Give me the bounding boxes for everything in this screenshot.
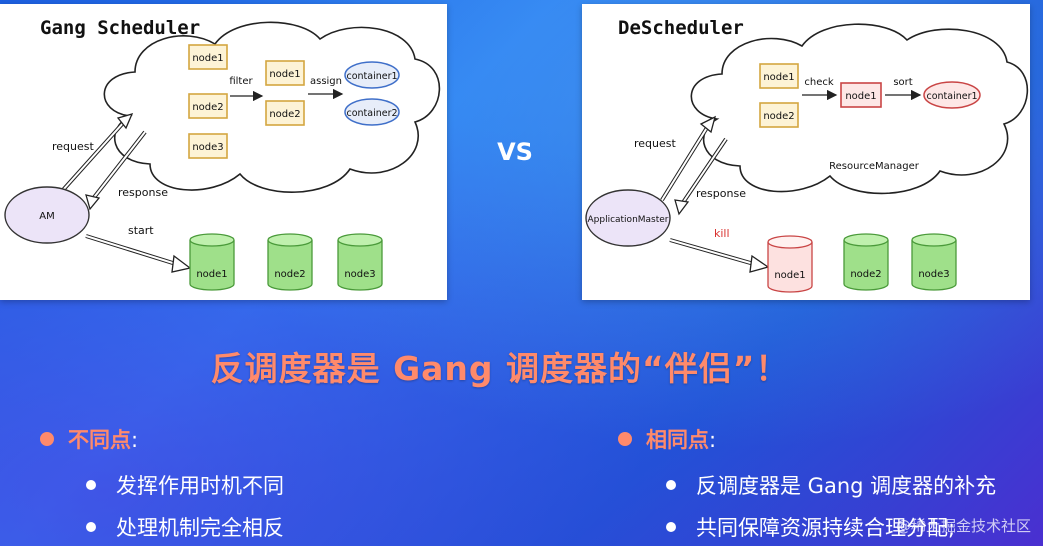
similarities-item-1: 反调度器是 Gang 调度器的补充 <box>666 470 996 500</box>
gang-scheduler-svg: Gang Scheduler node1 node2 node3 filter … <box>4 17 441 291</box>
killed-node-1: node1 <box>767 235 813 293</box>
container-2: container2 <box>344 98 400 126</box>
kill-label: kill <box>714 227 730 240</box>
differences-heading: 不同点: <box>40 424 138 454</box>
checked-node: node1 <box>840 82 882 108</box>
rm-node-1: node1 <box>759 63 799 89</box>
assign-label: assign <box>310 76 342 87</box>
cloud-node-1: node1 <box>188 44 228 70</box>
descheduler-svg: DeScheduler node1 node2 check node1 sort… <box>585 17 1029 293</box>
node-2-cylinder: node2 <box>843 233 889 291</box>
node-2-cylinder-label: node2 <box>850 269 881 280</box>
diagram-title: Gang Scheduler <box>40 17 200 39</box>
rm-node-1-label: node1 <box>763 72 794 83</box>
similarities-colon: : <box>709 428 717 452</box>
headline: 反调度器是 Gang 调度器的“伴侣”！ <box>210 349 790 388</box>
similarities-item-1-text: 反调度器是 Gang 调度器的补充 <box>696 474 997 498</box>
resource-manager-label: ResourceManager <box>829 161 920 172</box>
started-node-1-label: node1 <box>196 269 227 280</box>
response-label: response <box>696 187 746 200</box>
cloud-node-2-label: node2 <box>192 102 223 113</box>
am-label: AM <box>39 211 54 222</box>
request-arrow <box>61 112 134 192</box>
started-node-2: node2 <box>267 233 313 291</box>
bullet-dot <box>86 480 96 490</box>
bullet-dot <box>618 432 632 446</box>
response-arrow <box>85 130 147 211</box>
response-label: response <box>118 186 168 199</box>
started-node-2-label: node2 <box>274 269 305 280</box>
check-label: check <box>804 77 833 88</box>
response-arrow <box>674 137 728 216</box>
bullet-dot <box>40 432 54 446</box>
request-label: request <box>634 137 677 150</box>
container-2-label: container2 <box>346 108 397 119</box>
similarities-heading-text: 相同点 <box>646 428 709 452</box>
similarities-item-2-text: 共同保障资源持续合理分配; <box>696 516 956 540</box>
cloud-node-3-label: node3 <box>192 142 223 153</box>
descheduler-diagram: DeScheduler node1 node2 check node1 sort… <box>582 4 1030 300</box>
gang-scheduler-diagram: Gang Scheduler node1 node2 node3 filter … <box>0 4 447 300</box>
rm-node-2: node2 <box>759 102 799 128</box>
am-node: AM <box>4 186 90 244</box>
sort-label: sort <box>893 77 912 88</box>
filter-label: filter <box>229 76 253 87</box>
started-node-1: node1 <box>189 233 235 291</box>
application-master-node: ApplicationMaster <box>585 189 671 247</box>
bullet-dot <box>666 522 676 532</box>
cloud-node-2: node2 <box>188 93 228 119</box>
started-node-3-label: node3 <box>344 269 375 280</box>
container-1: container1 <box>344 61 400 89</box>
request-label: request <box>52 140 95 153</box>
application-master-label: ApplicationMaster <box>587 215 668 225</box>
cloud-node-1-label: node1 <box>192 53 223 64</box>
killed-node-1-label: node1 <box>774 270 805 281</box>
differences-item-2-text: 处理机制完全相反 <box>116 516 284 540</box>
start-arrow <box>85 234 192 273</box>
differences-item-2: 处理机制完全相反 <box>86 512 284 542</box>
checked-node-label: node1 <box>845 91 876 102</box>
differences-item-1-text: 发挥作用时机不同 <box>116 474 284 498</box>
started-node-3: node3 <box>337 233 383 291</box>
differences-heading-text: 不同点 <box>68 428 131 452</box>
diagram-title: DeScheduler <box>618 17 744 39</box>
bullet-dot <box>86 522 96 532</box>
similarities-item-2: 共同保障资源持续合理分配; <box>666 512 955 542</box>
sorted-container: container1 <box>923 81 981 109</box>
filtered-node-1-label: node1 <box>269 69 300 80</box>
watermark: @稀土掘金技术社区 <box>895 517 1031 535</box>
start-label: start <box>128 224 154 237</box>
vs-label: VS <box>497 138 533 166</box>
rm-node-2-label: node2 <box>763 111 794 122</box>
filtered-node-2: node2 <box>265 100 305 126</box>
container-1-label: container1 <box>346 71 397 82</box>
cloud-node-3: node3 <box>188 133 228 159</box>
similarities-heading: 相同点: <box>618 424 716 454</box>
differences-colon: : <box>131 428 139 452</box>
bullet-dot <box>666 480 676 490</box>
request-arrow <box>660 115 716 202</box>
kill-arrow <box>669 238 770 273</box>
filtered-node-2-label: node2 <box>269 109 300 120</box>
sorted-container-label: container1 <box>926 91 977 102</box>
filtered-node-1: node1 <box>265 60 305 86</box>
node-3-cylinder: node3 <box>911 233 957 291</box>
differences-item-1: 发挥作用时机不同 <box>86 470 284 500</box>
node-3-cylinder-label: node3 <box>918 269 949 280</box>
